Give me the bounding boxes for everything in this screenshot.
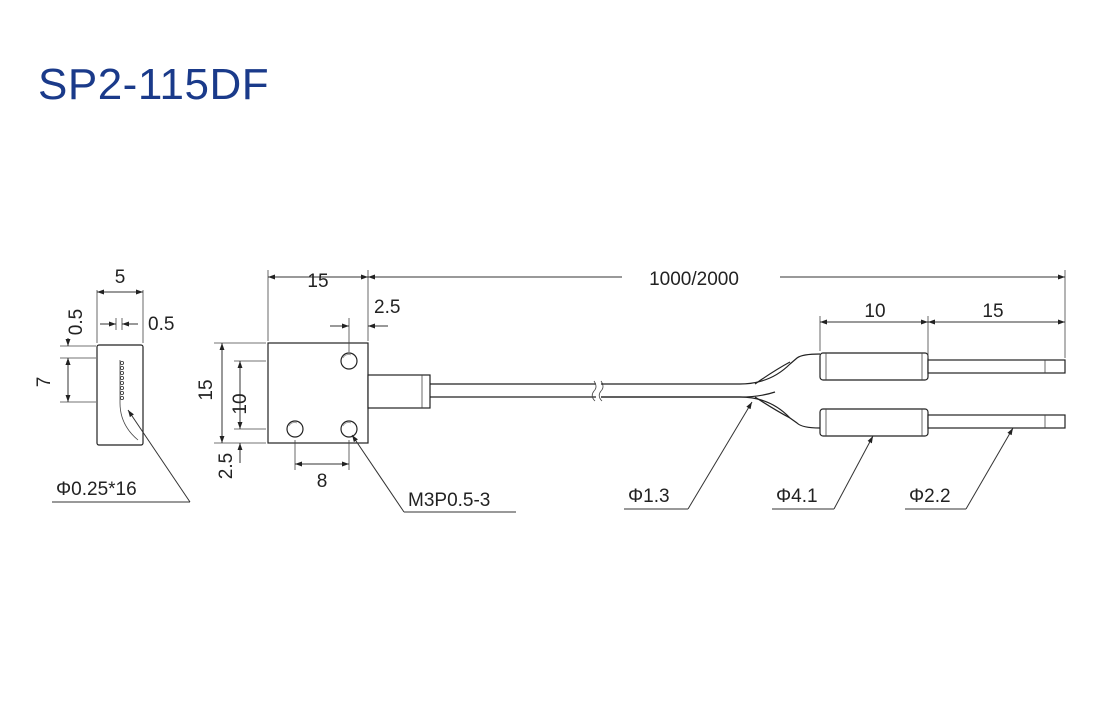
upper-tip — [927, 359, 1066, 374]
dim-head-offsets: 0.5 0.5 — [66, 309, 174, 335]
svg-text:1000/2000: 1000/2000 — [649, 269, 739, 290]
svg-text:10: 10 — [864, 301, 885, 322]
dim-head-width: 5 — [96, 267, 144, 343]
dim-tip-length: 15 — [928, 301, 1065, 325]
svg-text:2.5: 2.5 — [216, 453, 237, 479]
mounting-block — [267, 342, 369, 444]
mounting-hole — [286, 352, 358, 438]
dim-cable-length: 1000/2000 — [368, 269, 1066, 358]
leader-fiber-spec: Φ0.25*16 — [52, 409, 191, 503]
upper-sleeve — [819, 352, 929, 381]
svg-text:15: 15 — [307, 271, 328, 292]
leader-cable-dia: Φ1.3 — [624, 401, 753, 510]
dim-block-height: 15 — [196, 342, 266, 444]
svg-text:15: 15 — [982, 301, 1003, 322]
dim-hole-offset-x: 2.5 — [330, 297, 400, 352]
svg-text:Φ0.25*16: Φ0.25*16 — [56, 479, 137, 500]
svg-text:0.5: 0.5 — [148, 314, 174, 335]
dim-sleeve-length: 10 — [819, 301, 929, 358]
dim-hole-pitch-x: 8 — [294, 440, 350, 492]
svg-text:Φ4.1: Φ4.1 — [776, 486, 818, 507]
dim-block-width: 15 — [267, 270, 369, 341]
svg-text:Φ2.2: Φ2.2 — [909, 486, 951, 507]
leader-tip-dia: Φ2.2 — [905, 427, 1014, 510]
lower-sleeve — [819, 408, 929, 437]
leader-hole-spec: M3P0.5-3 — [351, 434, 516, 513]
svg-text:10: 10 — [230, 393, 251, 414]
svg-text:0.5: 0.5 — [66, 309, 87, 335]
sensor-head — [96, 344, 144, 446]
svg-text:15: 15 — [196, 379, 217, 400]
svg-text:M3P0.5-3: M3P0.5-3 — [408, 490, 490, 511]
svg-text:Φ1.3: Φ1.3 — [628, 486, 670, 507]
leader-sleeve-dia: Φ4.1 — [772, 435, 874, 510]
svg-text:5: 5 — [115, 267, 126, 288]
cable-boot — [367, 374, 431, 409]
fiber-dots — [120, 360, 125, 400]
lower-tip — [927, 414, 1066, 429]
dim-hole-offset-y: 2.5 — [216, 443, 243, 479]
dim-head-height: 7 — [34, 338, 96, 403]
svg-text:7: 7 — [34, 377, 55, 388]
svg-text:2.5: 2.5 — [374, 297, 400, 318]
dim-hole-pitch-y: 10 — [230, 360, 266, 430]
svg-text:8: 8 — [317, 471, 328, 492]
page-title: SP2-115DF — [38, 60, 270, 109]
cable — [430, 353, 821, 429]
